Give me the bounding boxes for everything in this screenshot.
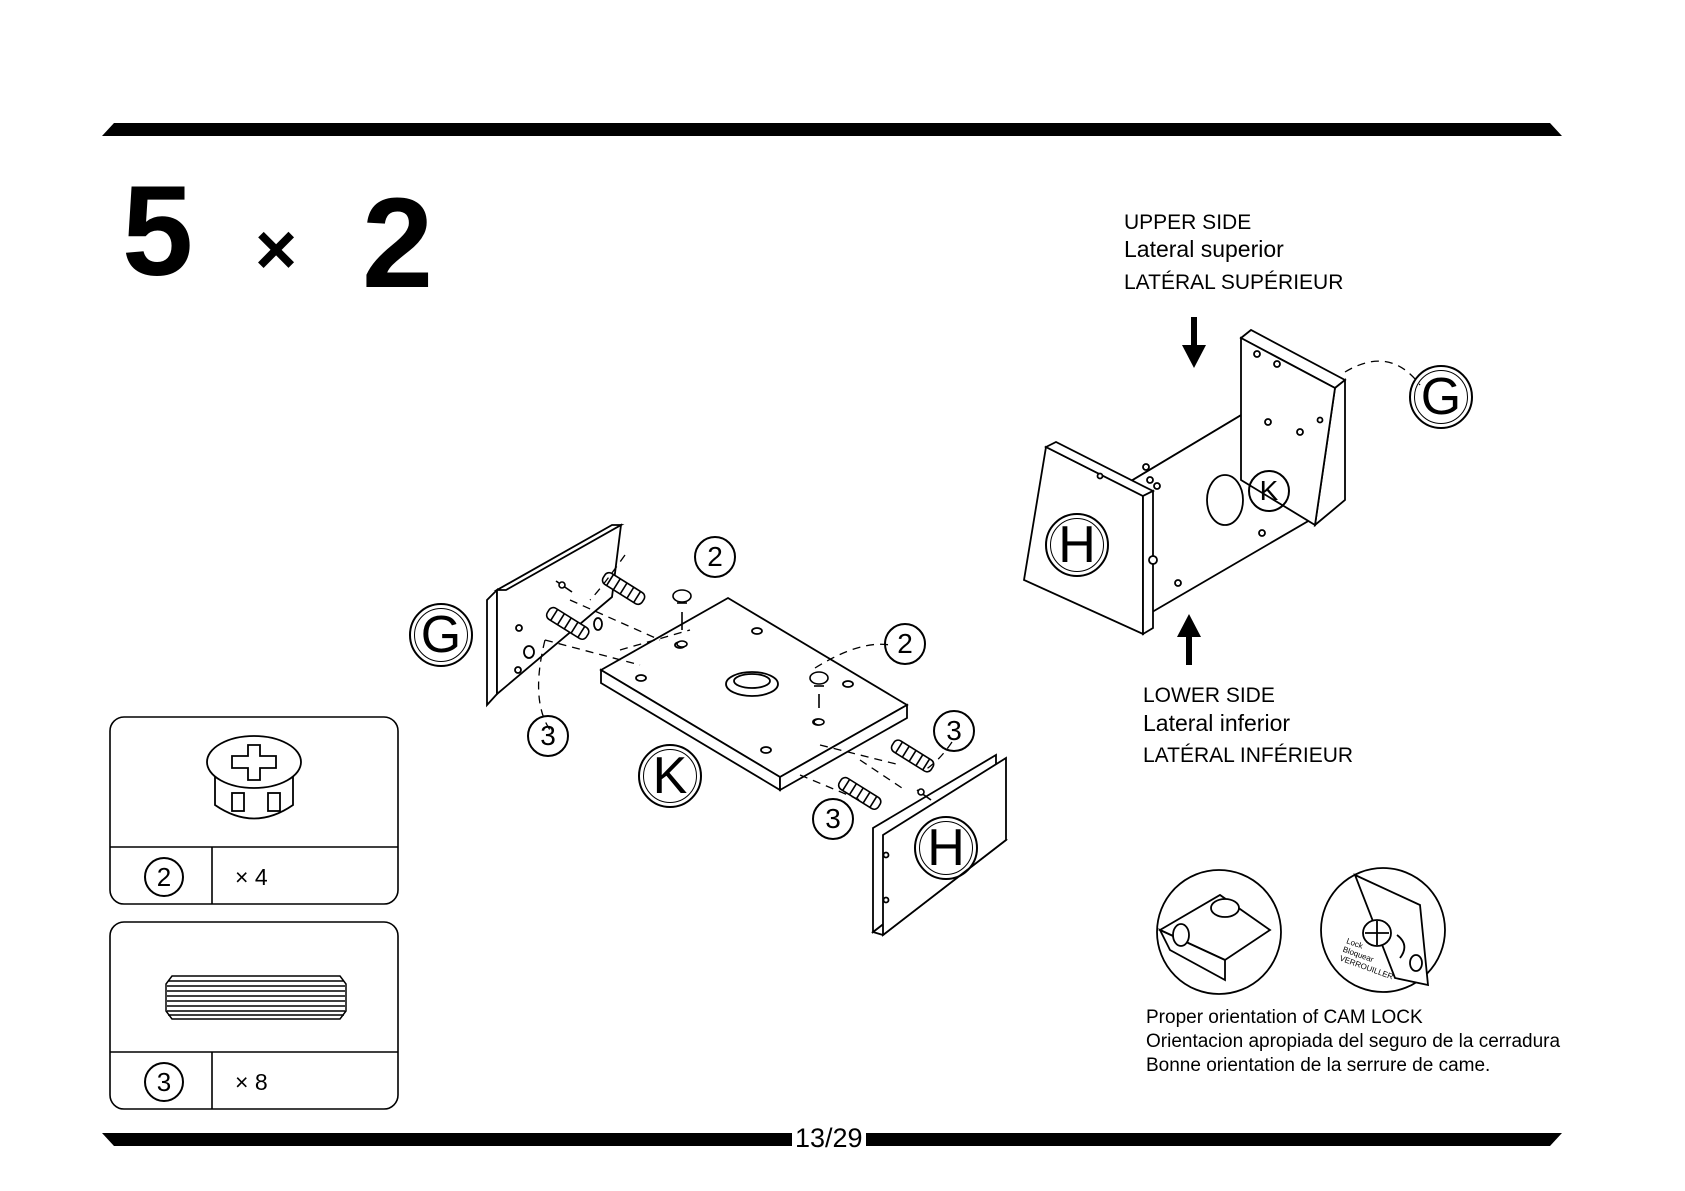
callout-dowel-left: 3 [527, 715, 569, 757]
callout-cam-lock-upper: 2 [694, 536, 736, 578]
callout-text: K [653, 747, 688, 805]
callout-panel-g-left: G [409, 603, 473, 667]
upper-side-label-en: UPPER SIDE [1124, 212, 1251, 233]
down-arrow-icon [1182, 317, 1206, 368]
callout-text: 3 [825, 803, 841, 834]
callout-text: G [421, 606, 461, 664]
callout-panel-h-exploded: H [914, 816, 978, 880]
part-id-2: 2 [157, 862, 171, 892]
up-arrow-icon [1177, 614, 1201, 665]
callout-text: 2 [897, 628, 913, 659]
part-id-3: 3 [157, 1067, 171, 1097]
assembled-unit [1024, 330, 1345, 634]
lower-side-label-fr: LATÉRAL INFÉRIEUR [1143, 745, 1353, 766]
callout-text: H [927, 819, 965, 877]
callout-text: K [1260, 475, 1279, 506]
callout-text: 3 [946, 715, 962, 746]
upper-side-label-fr: LATÉRAL SUPÉRIEUR [1124, 272, 1343, 293]
cam-lock-detail-unlocked [1157, 870, 1281, 994]
callout-cam-lock-lower: 2 [884, 623, 926, 665]
wood-dowel-icon [166, 976, 346, 1019]
cam-lock-icon [207, 736, 301, 819]
lower-side-label-en: LOWER SIDE [1143, 685, 1275, 706]
g-panel-leader [1345, 361, 1420, 385]
part-callout-2: 2 [144, 857, 184, 897]
callout-text: H [1058, 516, 1096, 574]
header-bar [102, 123, 1562, 136]
part-qty-3: × 8 [235, 1071, 268, 1094]
page-number: 13/29 [792, 1125, 866, 1152]
callout-dowel-right-lower: 3 [812, 798, 854, 840]
upper-side-label-es: Lateral superior [1124, 238, 1284, 261]
callout-text: 3 [540, 720, 556, 751]
callout-panel-g-assembled: G [1409, 365, 1473, 429]
lower-side-label-es: Lateral inferior [1143, 712, 1290, 735]
callout-panel-k-exploded: K [638, 744, 702, 808]
callout-text: G [1421, 368, 1461, 426]
callout-panel-k-assembled: K [1248, 470, 1290, 512]
part-callout-3: 3 [144, 1062, 184, 1102]
callout-panel-h-assembled: H [1045, 513, 1109, 577]
step-multiplier-sign: × [255, 214, 297, 286]
callout-dowel-right-upper: 3 [933, 710, 975, 752]
cam-lock-note-es: Orientacion apropiada del seguro de la c… [1146, 1032, 1560, 1051]
step-number: 5 [122, 168, 193, 296]
part-qty-2: × 4 [235, 866, 268, 889]
step-count: 2 [362, 180, 433, 308]
cam-lock-note-en: Proper orientation of CAM LOCK [1146, 1008, 1423, 1027]
cam-lock-note-fr: Bonne orientation de la serrure de came. [1146, 1056, 1490, 1075]
callout-text: 2 [707, 541, 723, 572]
